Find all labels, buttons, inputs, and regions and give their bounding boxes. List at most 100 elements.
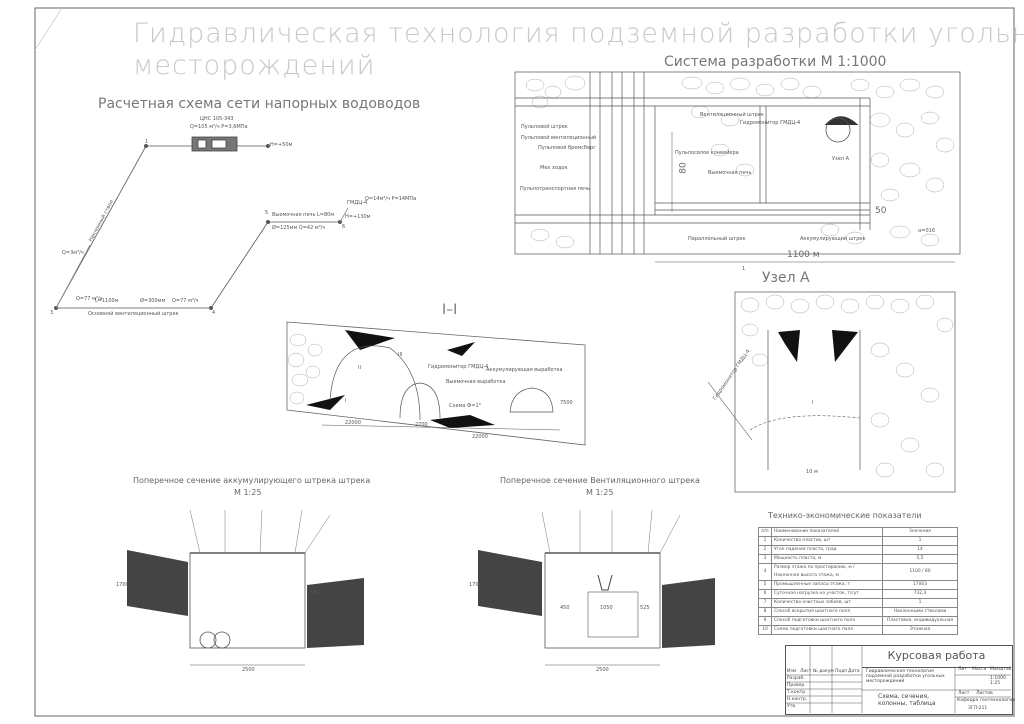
teo-title: Технико-экономические показатели: [768, 511, 922, 520]
sys-hydromonitor: Гидромонитор ГМДЦ-4: [740, 120, 801, 126]
bottom-l: L=1100м: [95, 298, 119, 304]
teo-header-row: п/п Наименование показателей Значение: [758, 527, 958, 537]
teo-cell: Мощность пласта, м: [771, 554, 883, 564]
sys-label-1: Пульповой штрек: [521, 124, 568, 130]
gm-label: ГМДЦ-4: [347, 200, 368, 206]
stamp-role-2: Провер.: [787, 683, 806, 688]
sec-roman-2: II: [358, 365, 361, 371]
right-out: Н=+130м: [345, 214, 371, 220]
teo-cell: 5: [758, 580, 772, 590]
right-params: Ø=125мм Q=42 м³/ч: [272, 225, 326, 231]
cross-section-accumulating: [127, 509, 364, 666]
sec-vyem: Выемочная выработка: [446, 379, 506, 385]
teo-cell: 14: [882, 545, 958, 555]
sheet-title-line2: месторождений: [133, 50, 376, 81]
sys-parallel: Параллельный штрек: [688, 236, 746, 242]
stamp-role-1: Разраб.: [787, 676, 805, 681]
node-4: 4: [212, 310, 216, 316]
sec-roman-1: I: [345, 398, 347, 404]
sys-mark-1: 1: [742, 266, 746, 272]
stamp-role-5: Утв.: [787, 704, 797, 709]
section-title: I–I: [442, 302, 458, 318]
sys-conveyor: Пульпосвлое конвейера: [675, 150, 739, 156]
teo-cell: 7: [758, 598, 772, 608]
node-5: 5: [265, 210, 269, 216]
teo-col-name: Наименование показателей: [771, 527, 883, 537]
teo-col-n: п/п: [758, 527, 772, 537]
bottom-main: Основной вентиляционный штрек: [88, 311, 179, 317]
sec-dim1: 22000: [345, 420, 361, 426]
stamp-title: Курсовая работа: [862, 645, 1011, 668]
stamp-col-1: Изм: [787, 669, 797, 674]
sec-skhema: Схема Ф=1°: [449, 403, 482, 409]
cross1-dimh: 1700: [116, 582, 129, 588]
bottom-q: Q=77 м³/ч: [172, 298, 199, 304]
sec-accum: Аккумулирующая выработка: [486, 367, 563, 373]
stamp-role-3: Т.контр.: [787, 690, 807, 695]
node-a-roman: I: [812, 400, 814, 406]
teo-col-value: Значение: [882, 527, 958, 537]
sys-dim-1100: 1100 м: [787, 250, 820, 260]
stamp-mass: Масса: [972, 667, 987, 672]
teo-cell: 5,5: [882, 554, 958, 564]
teo-cell: Пластовая, индивидуальная: [882, 616, 958, 626]
title-block: [785, 645, 1013, 715]
teo-cell: Этажная: [882, 625, 958, 635]
stamp-col-3: № докум: [813, 669, 834, 674]
teo-cell: Количество пластов, шт: [771, 536, 883, 546]
sys-vyem: Выемочная печь: [708, 170, 752, 176]
sys-node-a: Узел А: [832, 156, 849, 162]
cross2-dimb: 1050: [600, 605, 613, 611]
stamp-sheet-desc: Схема, сечения, колонны, таблица: [878, 693, 936, 707]
cross2-dima: 450: [560, 605, 570, 611]
teo-cell: 2: [758, 545, 772, 555]
teo-cell: 6: [758, 589, 772, 599]
node-a-title: Узел А: [762, 270, 810, 286]
title-block-grid: [785, 645, 1011, 713]
teo-cell: Суточная нагрузка на участок, т/сут: [771, 589, 883, 599]
pump-label: ЦНС 105-343: [200, 116, 234, 122]
teo-cell: 1100 / 80: [882, 563, 958, 581]
mining-system-plan: [514, 71, 961, 263]
teo-cell: 732,3: [882, 589, 958, 599]
stamp-scale-val: 1:1000 1:25: [990, 676, 1006, 686]
stamp-role-4: Н.контр.: [787, 697, 808, 702]
cross1-title: Поперечное сечение аккумулирующего штрек…: [133, 476, 371, 485]
stamp-sheet: Лист: [958, 691, 970, 696]
right-label: Выемочная печь L=80м: [272, 212, 335, 218]
network-title: Расчетная схема сети напорных водоводов: [98, 96, 421, 112]
teo-cell: Способ подготовки шахтного поля: [771, 616, 883, 626]
node-a-dim: 10 м: [806, 469, 818, 475]
cross1-dimw: 2500: [242, 667, 255, 673]
sys-label-4: Мех ходок: [540, 165, 568, 171]
top-out: Н=+50м: [270, 142, 293, 148]
teo-cell: Количество очистных забоев, шт: [771, 598, 883, 608]
sys-dim-50: 50: [875, 206, 887, 216]
left-segment: Q=3м³/ч: [62, 250, 84, 256]
cross2-title: Поперечное сечение Вентиляционного штрек…: [500, 476, 700, 485]
stamp-col-4: Подп: [835, 669, 848, 674]
teo-cell: Угол падения пласта, град: [771, 545, 883, 555]
system-title: Система разработки М 1:1000: [664, 54, 887, 70]
teo-cell: 4: [758, 563, 772, 581]
sys-label-2: Пульповой вентиляционный: [521, 135, 597, 141]
sheet-title-line1: Гидравлическая технология подземной разр…: [133, 18, 1024, 49]
sys-dim-80: 80: [678, 162, 689, 174]
sys-label-5: Пульпотранспортная печь: [520, 186, 590, 192]
sec-dim3: 22000: [472, 434, 488, 440]
stamp-sheets: Листов: [976, 691, 993, 696]
stamp-scale-hdr: Масштаб: [990, 667, 1012, 672]
teo-cell: Наклонными стволами: [882, 607, 958, 617]
section-1-1: [286, 321, 586, 446]
node-a-detail: [707, 291, 956, 493]
